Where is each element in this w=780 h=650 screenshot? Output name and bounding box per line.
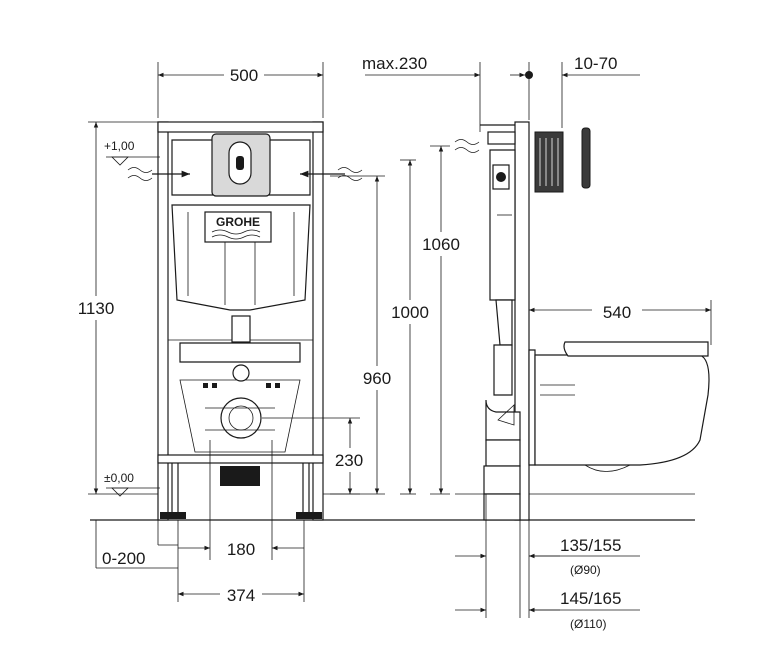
toilet-seat-side [563,341,709,357]
toilet-bowl-side [534,354,710,466]
drain-bend [220,466,260,486]
front-view: GROHE 500 +1,00 ±0,0 [62,62,467,605]
dim-floor-range: 0-200 [102,549,145,568]
dim-total-height: 1130 [78,299,115,318]
flush-pipe [231,315,251,343]
actuator-box [534,131,564,193]
dim-frame-width: 500 [230,66,258,85]
dim-wall-range: 10-70 [574,54,617,73]
frame-bottom-bar [157,454,324,464]
dim-height-960: 960 [363,369,391,388]
dim-outlet-b-diameter: (Ø110) [570,617,606,631]
dim-max-depth: max.230 [362,54,427,73]
side-view: max.230 10-70 540 135/155 (Ø90) 145/165 … [362,54,712,631]
dim-projection: 540 [603,303,631,322]
dim-outlet-b: 145/165 [560,589,621,608]
side-flush-plate [581,127,591,189]
bowl-seat-front [179,342,301,363]
dim-outlet-height: 230 [335,451,363,470]
drain-pipe-side [483,465,521,495]
dim-height-1000: 1000 [391,303,429,322]
dim-outlet-a-diameter: (Ø90) [570,563,601,577]
brand-logo-text: GROHE [216,215,260,229]
level-top-label: +1,00 [104,139,135,153]
dim-foot-width: 374 [227,586,255,605]
frame-top-bar [157,121,324,133]
level-zero-label: ±0,00 [104,471,134,485]
dim-height-1060: 1060 [422,235,460,254]
drain-outlet [220,397,262,439]
dim-outlet-a: 135/155 [560,536,621,555]
dim-bolt-spacing: 180 [227,540,255,559]
